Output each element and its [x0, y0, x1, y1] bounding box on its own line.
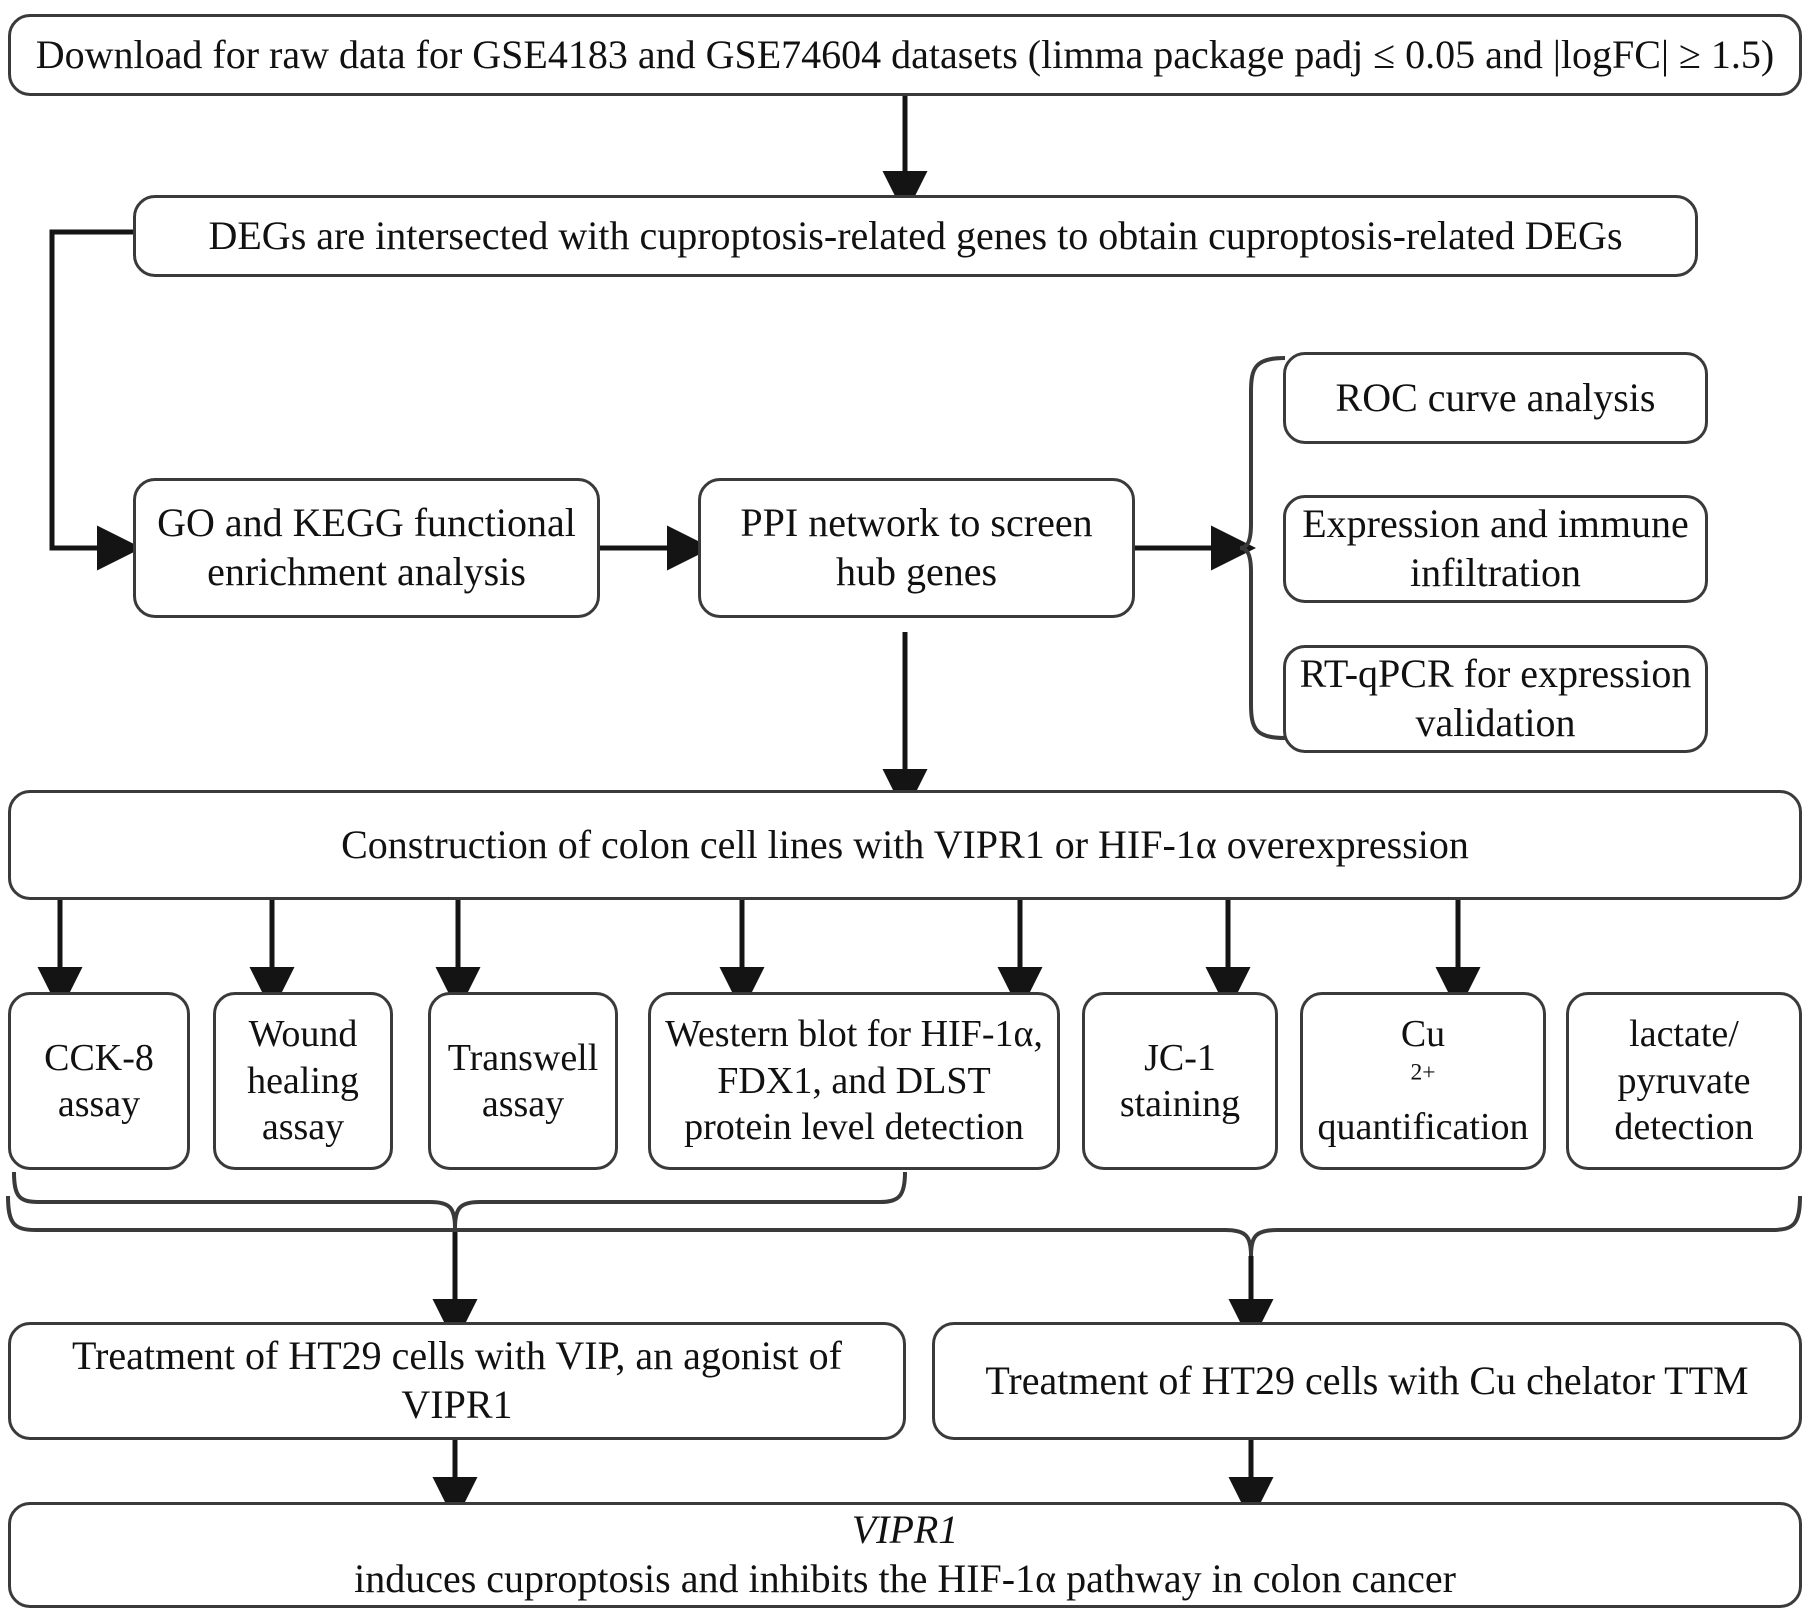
node-roc-label: ROC curve analysis [1335, 374, 1656, 420]
node-treatment-ttm[interactable]: Treatment of HT29 cells with Cu chelator… [932, 1322, 1802, 1440]
node-jc1-staining[interactable]: JC-1 staining [1082, 992, 1278, 1170]
node-rt-qpcr-label: RT-qPCR for expression validation [1299, 651, 1692, 745]
node-degs-label: DEGs are intersected with cuproptosis-re… [208, 212, 1623, 258]
node-transwell-assay[interactable]: Transwell assay [428, 992, 618, 1170]
node-treatment-ttm-label: Treatment of HT29 cells with Cu chelator… [985, 1357, 1749, 1403]
cu-quantification-word: quantification [1317, 1106, 1529, 1149]
node-cck8-label: CCK-8 assay [44, 1036, 154, 1125]
brace-assays-all-group [6, 1195, 1802, 1257]
node-cck8-assay[interactable]: CCK-8 assay [8, 992, 190, 1170]
node-rt-qpcr-validation[interactable]: RT-qPCR for expression validation [1283, 645, 1708, 753]
node-cu-quantification[interactable]: Cu 2+ quantification [1300, 992, 1546, 1170]
node-ppi-label: PPI network to screen hub genes [740, 500, 1093, 594]
brace-assays-left-group [12, 1171, 907, 1229]
cu-symbol: Cu [1400, 1013, 1446, 1056]
node-cell-line-construction[interactable]: Construction of colon cell lines with VI… [8, 790, 1802, 900]
node-construction-label: Construction of colon cell lines with VI… [341, 821, 1469, 867]
node-degs-intersection[interactable]: DEGs are intersected with cuproptosis-re… [133, 195, 1698, 277]
node-go-kegg-label: GO and KEGG functional enrichment analys… [157, 500, 576, 594]
node-conclusion[interactable]: VIPR1 induces cuproptosis and inhibits t… [8, 1502, 1802, 1608]
node-western-blot-detection[interactable]: Western blot for HIF-1α, FDX1, and DLST … [648, 992, 1060, 1170]
edge-degs-to-go [49, 229, 143, 571]
node-transwell-label: Transwell assay [447, 1036, 599, 1125]
node-conclusion-label: VIPR1 induces cuproptosis and inhibits t… [21, 1506, 1789, 1604]
node-roc-curve-analysis[interactable]: ROC curve analysis [1283, 352, 1708, 444]
node-western-blot-label: Western blot for HIF-1α, FDX1, and DLST … [665, 1013, 1043, 1149]
node-download-label: Download for raw data for GSE4183 and GS… [35, 31, 1775, 77]
node-lactate-pyruvate-detection[interactable]: lactate/ pyruvate detection [1566, 992, 1802, 1170]
node-ppi-network[interactable]: PPI network to screen hub genes [698, 478, 1135, 618]
node-expression-immune-infiltration[interactable]: Expression and immune infiltration [1283, 495, 1708, 603]
conclusion-text: induces cuproptosis and inhibits the HIF… [354, 1556, 1456, 1601]
conclusion-gene-name: VIPR1 [851, 1507, 959, 1553]
node-jc1-label: JC-1 staining [1119, 1036, 1241, 1125]
node-expression-immune-label: Expression and immune infiltration [1302, 501, 1689, 595]
node-download-raw-data[interactable]: Download for raw data for GSE4183 and GS… [8, 14, 1802, 96]
node-treatment-vip[interactable]: Treatment of HT29 cells with VIP, an ago… [8, 1322, 906, 1440]
node-cu-quantification-label: Cu 2+ quantification [1313, 1011, 1533, 1150]
node-lactate-label: lactate/ pyruvate detection [1614, 1013, 1754, 1149]
brace-hub-gene-analyses [1239, 356, 1286, 740]
node-wound-healing-label: Wound healing assay [247, 1013, 359, 1149]
node-wound-healing-assay[interactable]: Wound healing assay [213, 992, 393, 1170]
cu-charge-superscript: 2+ [1410, 1059, 1436, 1086]
node-treatment-vip-label: Treatment of HT29 cells with VIP, an ago… [72, 1333, 842, 1427]
node-go-kegg-enrichment[interactable]: GO and KEGG functional enrichment analys… [133, 478, 600, 618]
